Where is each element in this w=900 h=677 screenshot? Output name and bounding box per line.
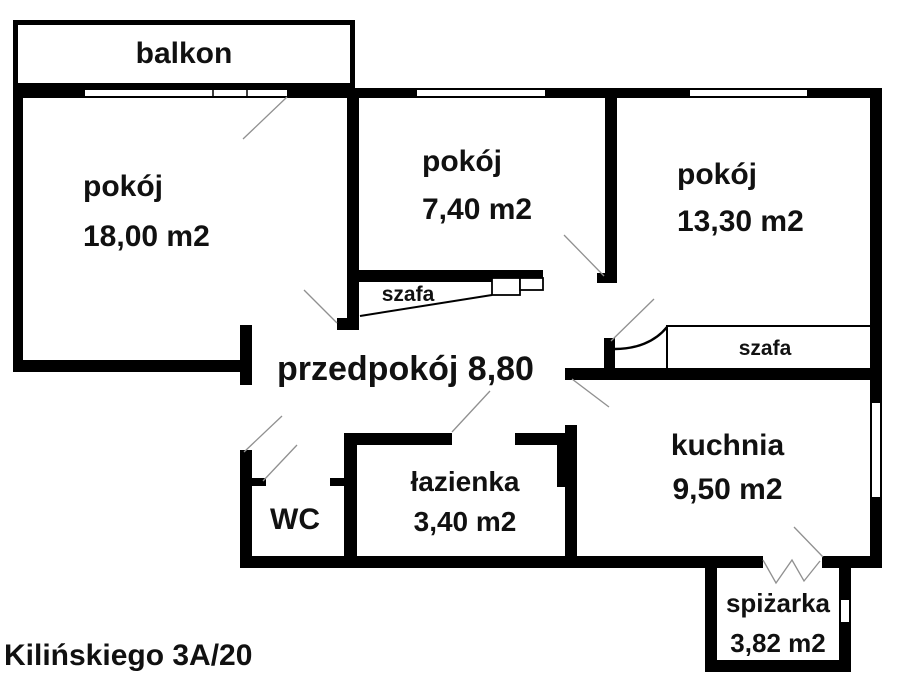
room-label-balkon: balkon bbox=[135, 37, 233, 70]
room-area: 3,40 m2 bbox=[413, 506, 517, 537]
wall-room18-room7 bbox=[347, 88, 359, 330]
address-label: Kilińskiego 3A/20 bbox=[4, 639, 253, 672]
wall-bottom-kitchen bbox=[822, 556, 882, 568]
wall-top-d bbox=[807, 88, 882, 98]
wall-hall-kitchen bbox=[565, 368, 882, 380]
room-label-lazienka: łazienka 3,40 m2 bbox=[380, 462, 550, 542]
wall-bath-left bbox=[344, 433, 357, 568]
wardrobe-left-panel-b bbox=[519, 277, 544, 291]
wall-foot-room18 bbox=[337, 318, 347, 330]
wall-pantry-right-upper bbox=[839, 568, 851, 600]
wall-top-a bbox=[13, 88, 85, 98]
wall-hall-stub bbox=[240, 325, 252, 385]
wall-bath-top-a bbox=[344, 433, 452, 445]
room-label-przedpokoj: przedpokój 8,80 bbox=[277, 350, 534, 388]
wall-bath-top-b bbox=[515, 433, 577, 445]
window-kitchen bbox=[870, 403, 882, 497]
wall-wc-jamb-right bbox=[330, 478, 345, 486]
room-name: pokój bbox=[677, 158, 757, 191]
window-room7 bbox=[417, 88, 545, 98]
wardrobe-right-outline bbox=[666, 325, 870, 368]
room-area: 3,82 m2 bbox=[730, 628, 826, 658]
room-label-pokoj-7: pokój 7,40 m2 bbox=[422, 138, 532, 234]
door-swing-balcony bbox=[242, 96, 288, 140]
door-swing-entrance bbox=[243, 415, 283, 453]
wall-pantry-right-lower bbox=[839, 622, 851, 672]
room-label-kuchnia: kuchnia 9,50 m2 bbox=[645, 424, 810, 512]
room-area: 7,40 m2 bbox=[422, 193, 533, 226]
room-name: łazienka bbox=[410, 466, 520, 497]
room-label-pokoj-18: pokój 18,00 m2 bbox=[83, 162, 210, 262]
wall-kitchen-left bbox=[565, 425, 577, 568]
wall-kitchen-jamb bbox=[557, 437, 565, 487]
door-swing-bath bbox=[451, 390, 491, 433]
wall-foot-room7 bbox=[597, 273, 606, 283]
wall-wc-left bbox=[240, 450, 252, 568]
wall-room18-bottom bbox=[13, 360, 248, 372]
room-label-spizarka: spiżarka 3,82 m2 bbox=[708, 583, 848, 663]
room-area: 9,50 m2 bbox=[672, 473, 783, 506]
balcony-outline: balkon bbox=[13, 20, 355, 88]
door-swing-pantry bbox=[793, 526, 824, 558]
wall-pantry-bottom bbox=[705, 660, 851, 672]
wall-pantry-left bbox=[705, 556, 717, 672]
window-room18 bbox=[85, 88, 287, 98]
door-swing-room7 bbox=[563, 234, 605, 277]
room-area: 18,00 m2 bbox=[83, 220, 210, 253]
door-fold-pantry bbox=[762, 558, 821, 585]
door-swing-wc bbox=[262, 444, 298, 482]
room-name: pokój bbox=[422, 145, 502, 178]
room-name: pokój bbox=[83, 170, 163, 203]
wardrobe-left-door bbox=[359, 294, 493, 317]
wall-room7-room13 bbox=[605, 88, 617, 283]
door-arc-room13 bbox=[614, 326, 668, 351]
wall-wc-jamb-left bbox=[252, 478, 266, 486]
wall-left bbox=[13, 88, 23, 372]
room-name: kuchnia bbox=[670, 429, 785, 462]
room-area: 13,30 m2 bbox=[677, 205, 804, 238]
wall-pantry-top bbox=[717, 556, 763, 568]
wardrobe-label-right: szafa bbox=[738, 337, 792, 360]
window-room13 bbox=[690, 88, 807, 98]
door-swing-room13 bbox=[610, 298, 655, 342]
room-label-wc: WC bbox=[270, 503, 320, 536]
door-swing-room18 bbox=[303, 289, 338, 324]
wall-top-c bbox=[545, 88, 690, 98]
wall-right-lower bbox=[870, 497, 882, 568]
door-swing-kitchen bbox=[571, 378, 610, 408]
wall-right-upper bbox=[870, 88, 882, 403]
wall-bottom-main bbox=[240, 556, 717, 568]
wardrobe-label-left: szafa bbox=[381, 283, 435, 306]
room-label-pokoj-13: pokój 13,30 m2 bbox=[677, 151, 804, 245]
window-pantry bbox=[839, 600, 851, 622]
wall-door-stub-room13 bbox=[604, 338, 615, 368]
wardrobe-left-panel-a bbox=[491, 277, 521, 296]
room-name: spiżarka bbox=[725, 588, 831, 618]
